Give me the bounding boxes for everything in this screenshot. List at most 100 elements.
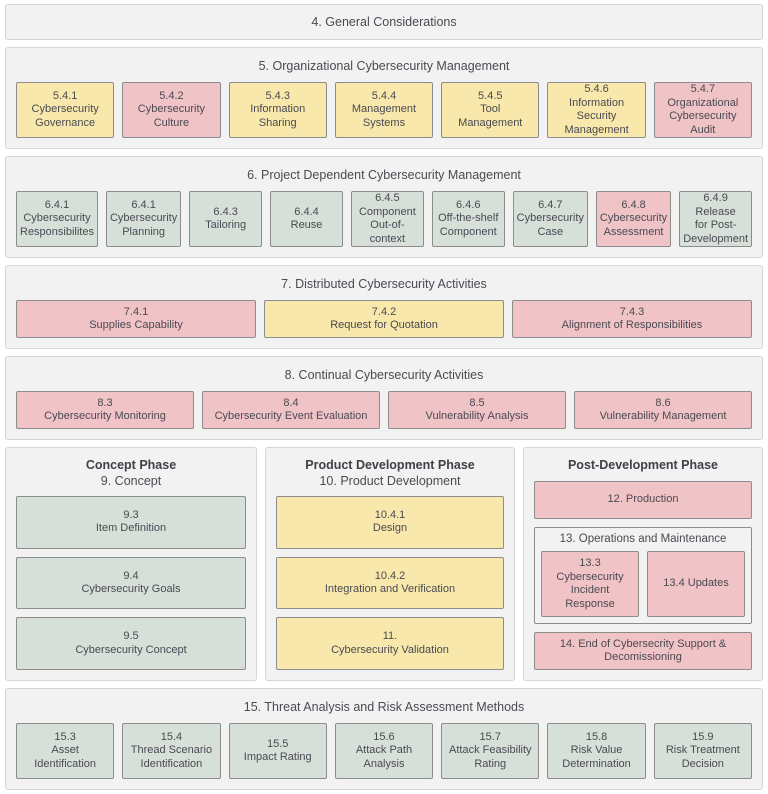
phase-post-development-content: 12. Production 13. Operations and Mainte…	[534, 481, 752, 670]
box-number: 10.4.1	[374, 508, 406, 521]
box-item[interactable]: 11.Cybersecurity Validation	[276, 617, 504, 671]
box-number: 5.4.3	[265, 89, 290, 102]
box-number: 9.5	[123, 630, 139, 643]
section-title-project-dependent: 6. Project Dependent Cybersecurity Manag…	[247, 168, 521, 182]
box-label: Integration and Verification	[324, 583, 456, 595]
box-number: 15.9	[692, 730, 714, 743]
box-number: 15.6	[373, 730, 395, 743]
box-number: 7.4.3	[619, 305, 645, 318]
box-number: 5.4.1	[52, 89, 78, 102]
box-number: 6.4.6	[456, 198, 481, 211]
box-number: 5.4.5	[478, 89, 503, 102]
section-title-general-considerations: 4. General Considerations	[311, 15, 457, 29]
section-distributed-cybersecurity-activities: 7. Distributed Cybersecurity Activities …	[5, 265, 763, 349]
box-label: Vulnerability Management	[599, 410, 727, 422]
box-number: 9.4	[123, 569, 139, 582]
box-number: 5.4.2	[159, 89, 184, 102]
box-number: 10.4.2	[374, 569, 406, 582]
phase-post-development: Post-Development Phase 12. Production 13…	[523, 447, 763, 681]
box-item[interactable]: 13.4 Updates	[647, 551, 745, 617]
section-continual-cybersecurity-activities: 8. Continual Cybersecurity Activities 8.…	[5, 356, 763, 440]
box-number: 8.4	[283, 396, 299, 409]
box-label: Request for Quotation	[330, 319, 438, 331]
group-operations-title: 13. Operations and Maintenance	[559, 533, 727, 545]
box-label: Cybersecurity Event Evaluation	[214, 410, 368, 422]
box-number: 6.4.5	[375, 192, 400, 204]
box-number: 15.8	[585, 730, 608, 743]
box-number: 6.4.1	[44, 198, 70, 211]
phase-post-development-heading: Post-Development Phase	[567, 458, 719, 472]
box-number: 5.4.4	[371, 89, 397, 102]
box-number: 6.4.3	[213, 205, 238, 218]
box-number: 5.4.7	[690, 83, 716, 95]
box-production[interactable]: 12. Production	[534, 481, 752, 519]
box-number: 9.3	[123, 508, 139, 521]
phase-concept-subheading: 9. Concept	[100, 474, 162, 488]
phase-product-development: Product Development Phase 10. Product De…	[265, 447, 515, 681]
phase-concept-heading: Concept Phase	[85, 458, 177, 472]
box-label: Item Definition	[95, 522, 167, 535]
section-project-dependent-cybersecurity-management: 6. Project Dependent Cybersecurity Manag…	[5, 156, 763, 258]
box-label: Cybersecurity Concept	[75, 643, 187, 656]
box-production-label: 12. Production	[607, 493, 679, 506]
box-number: 6.4.9	[703, 192, 728, 204]
box-end-of-support[interactable]: 14. End of Cybersecrity Support &Decomis…	[534, 632, 752, 670]
section-organizational-cybersecurity-management: 5. Organizational Cybersecurity Manageme…	[5, 47, 763, 149]
box-number: 6.4.8	[621, 198, 646, 211]
box-label: Cybersecurity Goals	[81, 583, 181, 595]
box-label: Reuse	[290, 219, 323, 231]
